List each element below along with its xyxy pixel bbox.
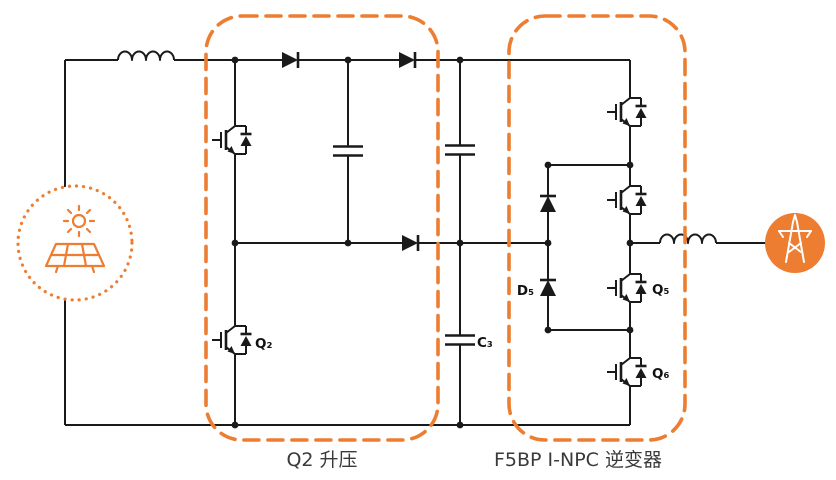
clamp-diode-d5 xyxy=(538,268,558,308)
dclink-capacitor-top xyxy=(443,123,477,177)
igbt-q6 xyxy=(605,340,648,404)
igbt-inverter-1 xyxy=(605,80,648,144)
dclink-capacitor-c3 xyxy=(443,313,477,367)
label-c3: C₃ xyxy=(477,335,493,351)
boost-section-caption: Q2 升压 xyxy=(286,449,357,471)
label-q6: Q₆ xyxy=(652,366,669,382)
boost-capacitor xyxy=(331,124,365,178)
igbt-inverter-2 xyxy=(605,168,648,232)
boost-mid-diode xyxy=(390,233,430,253)
inverter-section-outline xyxy=(507,14,687,442)
boost-rail-diode-2 xyxy=(387,50,427,70)
label-d5: D₅ xyxy=(517,283,534,299)
solar-panel-icon xyxy=(16,184,134,302)
clamp-diode-upper xyxy=(538,184,558,224)
input-inductor xyxy=(117,50,175,61)
boost-rail-diode-1 xyxy=(270,50,310,70)
junction-dots xyxy=(231,56,634,429)
label-q5: Q₅ xyxy=(652,282,669,298)
igbt-boost-top xyxy=(210,108,253,172)
power-grid-icon xyxy=(765,213,825,273)
igbt-q5 xyxy=(605,256,648,320)
inverter-section-caption: F5BP I-NPC 逆变器 xyxy=(494,449,662,471)
output-inductor xyxy=(659,233,717,244)
label-q2: Q₂ xyxy=(255,336,272,352)
igbt-q2 xyxy=(210,308,253,372)
boost-section-outline xyxy=(204,14,440,442)
